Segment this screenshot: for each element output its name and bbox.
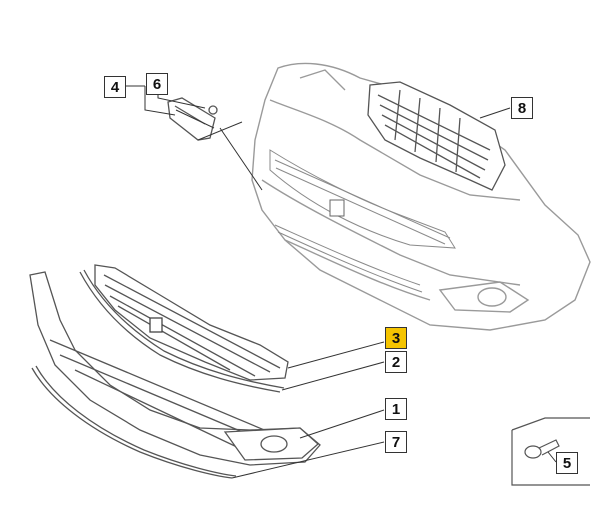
callout-1[interactable]: 1 bbox=[385, 398, 407, 420]
car-front-body bbox=[251, 62, 591, 331]
callout-8[interactable]: 8 bbox=[511, 97, 533, 119]
lower-bumper-grille bbox=[29, 271, 321, 466]
body-grille bbox=[269, 149, 456, 293]
callout-2[interactable]: 2 bbox=[385, 351, 407, 373]
callout-7[interactable]: 7 bbox=[385, 431, 407, 453]
callout-3[interactable]: 3 bbox=[385, 327, 407, 349]
callout-5[interactable]: 5 bbox=[556, 452, 578, 474]
upper-grille-insert bbox=[367, 81, 506, 191]
front-grille bbox=[94, 264, 289, 381]
bolt-inset bbox=[511, 417, 590, 486]
lower-spoiler-lip bbox=[31, 365, 237, 479]
leader-lines bbox=[124, 84, 557, 479]
grille-trim-strip bbox=[79, 269, 285, 393]
callout-4[interactable]: 4 bbox=[104, 76, 126, 98]
side-reflector-bracket bbox=[167, 97, 218, 141]
callout-6[interactable]: 6 bbox=[146, 73, 168, 95]
